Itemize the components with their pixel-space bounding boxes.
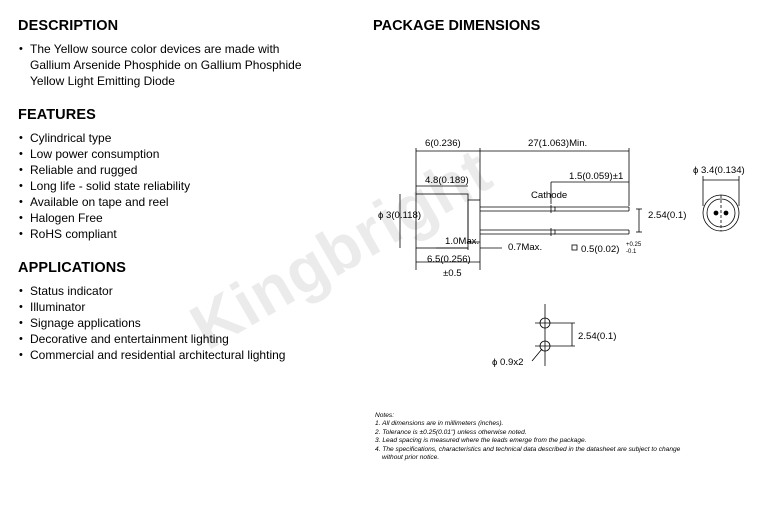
dim-lead-size: 0.5(0.02): [581, 244, 619, 255]
dim-body-length: 6(0.236): [425, 138, 461, 149]
label-cathode: Cathode: [531, 190, 567, 201]
dim-standoff-max: 0.7Max.: [508, 242, 542, 253]
description-line: The Yellow source color devices are made…: [30, 42, 280, 56]
package-heading: PACKAGE DIMENSIONS: [373, 18, 541, 34]
application-item: Illuminator: [18, 299, 358, 315]
description-line: Gallium Arsenide Phosphide on Gallium Ph…: [30, 58, 302, 72]
feature-item: Long life - solid state reliability: [18, 178, 358, 194]
description-section: DESCRIPTION The Yellow source color devi…: [18, 18, 358, 89]
dim-overall-tol: ±0.5: [443, 268, 462, 279]
dim-flange-symbol: ϕ: [693, 165, 698, 176]
notes-title: Notes:: [375, 412, 395, 419]
dim-diameter: 3(0.118): [386, 210, 421, 221]
dim-lead-length: 27(1.063)Min.: [528, 138, 587, 149]
notes: Notes: 1. All dimensions are in millimet…: [375, 412, 755, 462]
led-side-view: [399, 148, 642, 270]
feature-item: RoHS compliant: [18, 226, 358, 242]
dim-pitch: 2.54(0.1): [648, 210, 686, 221]
dim-flange-diameter: 3.4(0.134): [701, 165, 745, 176]
description-heading: DESCRIPTION: [18, 18, 119, 34]
features-list: Cylindrical type Low power consumption R…: [18, 130, 358, 242]
feature-item: Available on tape and reel: [18, 194, 358, 210]
applications-list: Status indicator Illuminator Signage app…: [18, 283, 358, 363]
applications-heading: APPLICATIONS: [18, 260, 127, 276]
description-item: The Yellow source color devices are made…: [18, 41, 358, 89]
description-line: Yellow Light Emitting Diode: [30, 74, 175, 88]
dim-lens-length: 4.8(0.189): [425, 175, 469, 186]
feature-item: Reliable and rugged: [18, 162, 358, 178]
left-column: DESCRIPTION The Yellow source color devi…: [18, 18, 358, 381]
dim-pcb-pitch: 2.54(0.1): [578, 331, 616, 342]
description-list: The Yellow source color devices are made…: [18, 41, 358, 89]
dim-hole-size: 0.9x2: [500, 357, 523, 368]
note-item: 2. Tolerance is ±0.25(0.01") unless othe…: [375, 428, 527, 436]
note-item: without prior notice.: [382, 454, 440, 462]
led-front-view: [702, 176, 740, 232]
dim-hole-symbol: ϕ: [492, 357, 497, 368]
feature-item: Halogen Free: [18, 210, 358, 226]
note-item: 3. Lead spacing is measured where the le…: [375, 437, 587, 445]
feature-item: Cylindrical type: [18, 130, 358, 146]
note-item: 1. All dimensions are in millimeters (in…: [375, 420, 504, 428]
dim-lead-offset: 1.5(0.059)±1: [569, 171, 623, 182]
application-item: Decorative and entertainment lighting: [18, 331, 358, 347]
dim-lead-tol-minus: -0.1: [626, 249, 637, 255]
application-item: Commercial and residential architectural…: [18, 347, 358, 363]
features-section: FEATURES Cylindrical type Low power cons…: [18, 107, 358, 242]
dim-flange-max: 1.0Max.: [445, 236, 479, 247]
application-item: Signage applications: [18, 315, 358, 331]
dim-diameter-symbol: ϕ: [378, 210, 383, 221]
note-item: 4. The specifications, characteristics a…: [375, 445, 681, 453]
dim-overall-length: 6.5(0.256): [427, 254, 471, 265]
package-drawing: 6(0.236) 27(1.063)Min. 4.8(0.189) 1.5(0.…: [378, 138, 745, 368]
feature-item: Low power consumption: [18, 146, 358, 162]
features-heading: FEATURES: [18, 107, 96, 123]
application-item: Status indicator: [18, 283, 358, 299]
applications-section: APPLICATIONS Status indicator Illuminato…: [18, 260, 358, 363]
led-flange: [467, 199, 481, 243]
dim-lead-tol-plus: +0.25: [626, 242, 642, 248]
pcb-hole-pattern: [531, 304, 575, 366]
